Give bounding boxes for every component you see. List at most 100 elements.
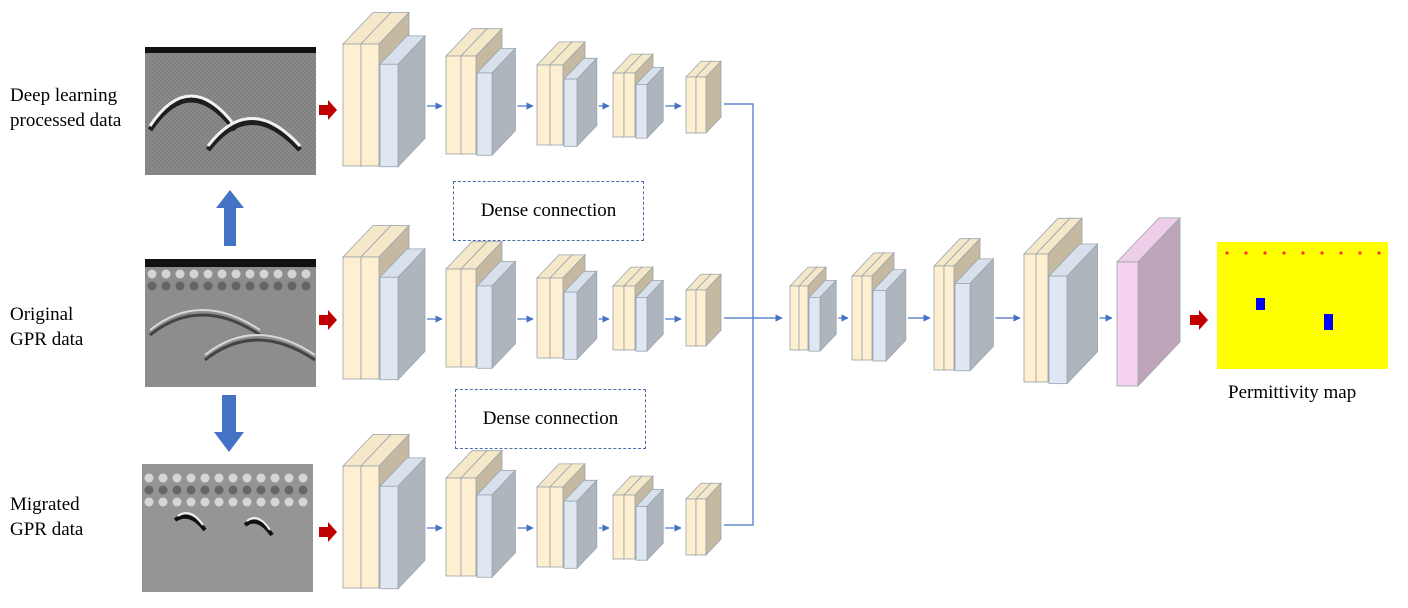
- decoder-stage2-feature-map: [851, 251, 885, 362]
- map-target: [1324, 314, 1333, 330]
- texture-dot: [186, 497, 196, 507]
- encoder-row3-stage3-feature-map: [549, 462, 586, 568]
- encoder-row1-stage4-feature-map: [612, 53, 643, 139]
- original-gpr-image: [145, 259, 316, 387]
- texture-dot: [245, 281, 255, 291]
- texture-dot: [231, 281, 241, 291]
- decoder-stage4-feature-map: [1023, 217, 1071, 384]
- output-label: Permittivity map: [1228, 382, 1357, 403]
- encoder-row3-stage2-conv-layer: [476, 469, 517, 579]
- encoder-row2-bottleneck: [685, 273, 712, 347]
- texture-dot: [298, 473, 308, 483]
- encoder-row3-stage3-conv-layer: [563, 479, 598, 570]
- encoder-row1-bottleneck: [695, 60, 722, 134]
- encoder-row1-stage2-feature-map: [445, 27, 488, 156]
- decoder-stage1-feature-map: [789, 266, 818, 351]
- dense-connection-box: Dense connection: [453, 181, 644, 241]
- encoder-row3-stage4-feature-map: [623, 475, 654, 561]
- encoder-row2-stage4-feature-map: [623, 266, 654, 351]
- encoder-row1-stage3-conv-layer: [563, 57, 598, 148]
- encoder-row3-stage1-feature-map: [360, 433, 410, 589]
- encoder-row2-stage4-feature-map: [612, 266, 643, 351]
- texture-dot: [158, 473, 168, 483]
- encoder-row1-stage1-conv-layer: [379, 34, 426, 168]
- permittivity-map: [1217, 242, 1388, 369]
- decoder-stage3-conv-layer: [954, 257, 995, 372]
- texture-dot: [214, 497, 224, 507]
- encoder-row2-stage3-conv-layer: [563, 270, 598, 361]
- input-label-deep-learning: Deep learning processed data: [10, 83, 121, 133]
- input-label-migrated: Migrated GPR data: [10, 492, 83, 542]
- texture-dot: [228, 485, 238, 495]
- input-label-line2: GPR data: [10, 519, 84, 540]
- texture-dot: [217, 281, 227, 291]
- decoder-stage3-feature-map: [933, 237, 971, 371]
- input-label-original: Original GPR data: [10, 302, 83, 352]
- texture-dot: [214, 473, 224, 483]
- encoder-row1-stage3-feature-map: [549, 40, 586, 146]
- encoder-row3-bottleneck: [685, 482, 712, 556]
- texture-dot: [161, 281, 171, 291]
- encoder-row2-stage2-feature-map: [460, 240, 503, 368]
- encoder-row3-stage1-feature-map: [342, 433, 392, 589]
- texture-dot: [270, 497, 280, 507]
- texture-dot: [231, 269, 241, 279]
- map-marker: [1358, 251, 1362, 255]
- map-marker: [1244, 251, 1248, 255]
- encoder-row3-stage3-feature-map: [536, 462, 573, 568]
- texture-dot: [287, 281, 297, 291]
- texture-dot: [203, 269, 213, 279]
- texture-dot: [270, 485, 280, 495]
- texture-dot: [147, 281, 157, 291]
- encoder-row2-stage2-conv-layer: [476, 260, 517, 370]
- texture-dot: [298, 497, 308, 507]
- right-arrow-icon: [319, 100, 337, 120]
- migrated-gpr-image: [142, 464, 313, 592]
- dense-connection-box: Dense connection: [455, 389, 646, 449]
- input-label-line1: Deep learning: [10, 85, 118, 106]
- texture-dot: [301, 269, 311, 279]
- texture-dot: [228, 497, 238, 507]
- input-label-line1: Original: [10, 304, 74, 325]
- right-arrow-icon: [319, 522, 337, 542]
- output-layer: [1116, 216, 1181, 388]
- texture-dot: [245, 269, 255, 279]
- texture-dot: [242, 485, 252, 495]
- processed-gpr-image: [145, 47, 316, 175]
- texture-dot: [284, 485, 294, 495]
- texture-dot: [273, 281, 283, 291]
- texture-dot: [256, 473, 266, 483]
- encoder-row1-stage3-feature-map: [536, 40, 573, 146]
- texture-dot: [301, 281, 311, 291]
- encoder-row2-stage3-feature-map: [536, 253, 573, 360]
- texture-dot: [144, 497, 154, 507]
- texture-dot: [175, 269, 185, 279]
- merge-connectors: [724, 103, 783, 526]
- map-target: [1256, 298, 1265, 310]
- input-label-line2: GPR data: [10, 329, 84, 350]
- texture-dot: [186, 485, 196, 495]
- texture-dot: [287, 269, 297, 279]
- texture-dot: [158, 485, 168, 495]
- encoder-row1-bottleneck: [685, 60, 712, 134]
- texture-dot: [144, 473, 154, 483]
- texture-dot: [242, 497, 252, 507]
- decoder-stage4-conv-layer: [1048, 243, 1099, 385]
- encoder-row1-stage1-feature-map: [342, 11, 392, 167]
- encoder-row2-stage1-feature-map: [360, 224, 410, 380]
- texture-dot: [189, 269, 199, 279]
- texture-dot: [172, 497, 182, 507]
- encoder-row1-stage4-conv-layer: [635, 66, 665, 140]
- texture-dot: [200, 485, 210, 495]
- map-marker: [1282, 251, 1286, 255]
- map-marker: [1225, 251, 1229, 255]
- texture-dot: [217, 269, 227, 279]
- texture-dot: [259, 269, 269, 279]
- decoder-stage2-conv-layer: [872, 268, 907, 362]
- encoder-row1-stage4-feature-map: [623, 53, 654, 139]
- texture-dot: [200, 497, 210, 507]
- encoder-row3-stage2-feature-map: [460, 449, 503, 577]
- encoder-row2-stage3-feature-map: [549, 253, 586, 360]
- texture-dot: [172, 485, 182, 495]
